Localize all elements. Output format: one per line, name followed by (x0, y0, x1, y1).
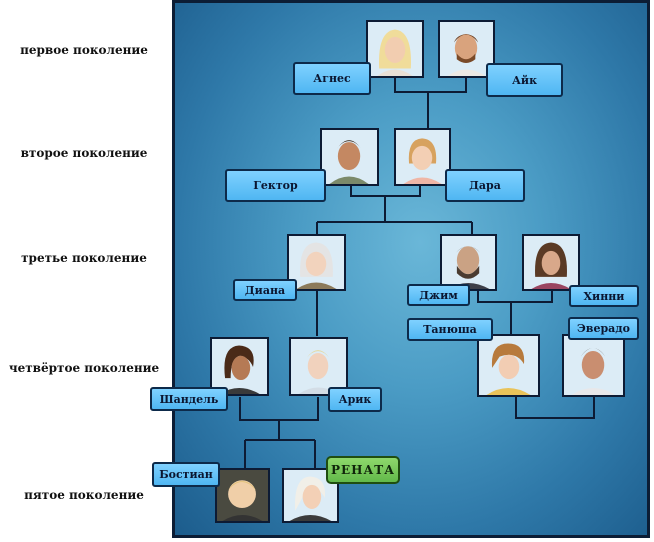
name-tag-bostian[interactable]: Бостиан (152, 462, 220, 487)
portrait-dara-avatar-icon (396, 130, 449, 184)
name-tag-dara[interactable]: Дара (445, 169, 525, 202)
portrait-arik[interactable] (289, 337, 348, 396)
name-tag-tanyusha[interactable]: Танюша (407, 318, 493, 341)
name-tag-everado[interactable]: Эверадо (568, 317, 639, 340)
generation-label-4: четвёртое поколение (8, 361, 160, 375)
name-tag-chandel[interactable]: Шандель (150, 387, 228, 411)
portrait-everado[interactable] (562, 334, 625, 397)
name-tag-arik[interactable]: Арик (328, 387, 382, 412)
name-tag-hinni[interactable]: Хинни (569, 285, 639, 307)
name-tag-jim[interactable]: Джим (407, 284, 470, 306)
portrait-jim-avatar-icon (442, 236, 495, 289)
portrait-diana-avatar-icon (289, 236, 344, 289)
generation-label-2: второе поколение (20, 146, 148, 160)
portrait-bostian[interactable] (215, 468, 270, 523)
portrait-arik-avatar-icon (291, 339, 346, 394)
portrait-hector-avatar-icon (322, 130, 377, 184)
portrait-hinni[interactable] (522, 234, 580, 291)
portrait-chandel[interactable] (210, 337, 269, 396)
name-tag-hector[interactable]: Гектор (225, 169, 326, 202)
name-tag-ike[interactable]: Айк (486, 63, 563, 97)
portrait-bostian-avatar-icon (217, 470, 268, 521)
name-tag-agnes[interactable]: Агнес (293, 62, 371, 95)
portrait-diana[interactable] (287, 234, 346, 291)
portrait-agnes[interactable] (366, 20, 424, 78)
generation-label-5: пятое поколение (24, 488, 144, 502)
portrait-chandel-avatar-icon (212, 339, 267, 394)
portrait-dara[interactable] (394, 128, 451, 186)
name-tag-renata[interactable]: РЕНАТА (326, 456, 400, 484)
portrait-ike[interactable] (438, 20, 495, 78)
portrait-agnes-avatar-icon (368, 22, 422, 76)
name-tag-diana[interactable]: Диана (233, 279, 297, 301)
portrait-jim[interactable] (440, 234, 497, 291)
portrait-tanyusha[interactable] (477, 334, 540, 397)
generation-label-1: первое поколение (20, 43, 148, 57)
generation-label-3: третье поколение (21, 251, 147, 265)
portrait-hector[interactable] (320, 128, 379, 186)
portrait-everado-avatar-icon (564, 336, 623, 395)
portrait-ike-avatar-icon (440, 22, 493, 76)
portrait-tanyusha-avatar-icon (479, 336, 538, 395)
portrait-hinni-avatar-icon (524, 236, 578, 289)
